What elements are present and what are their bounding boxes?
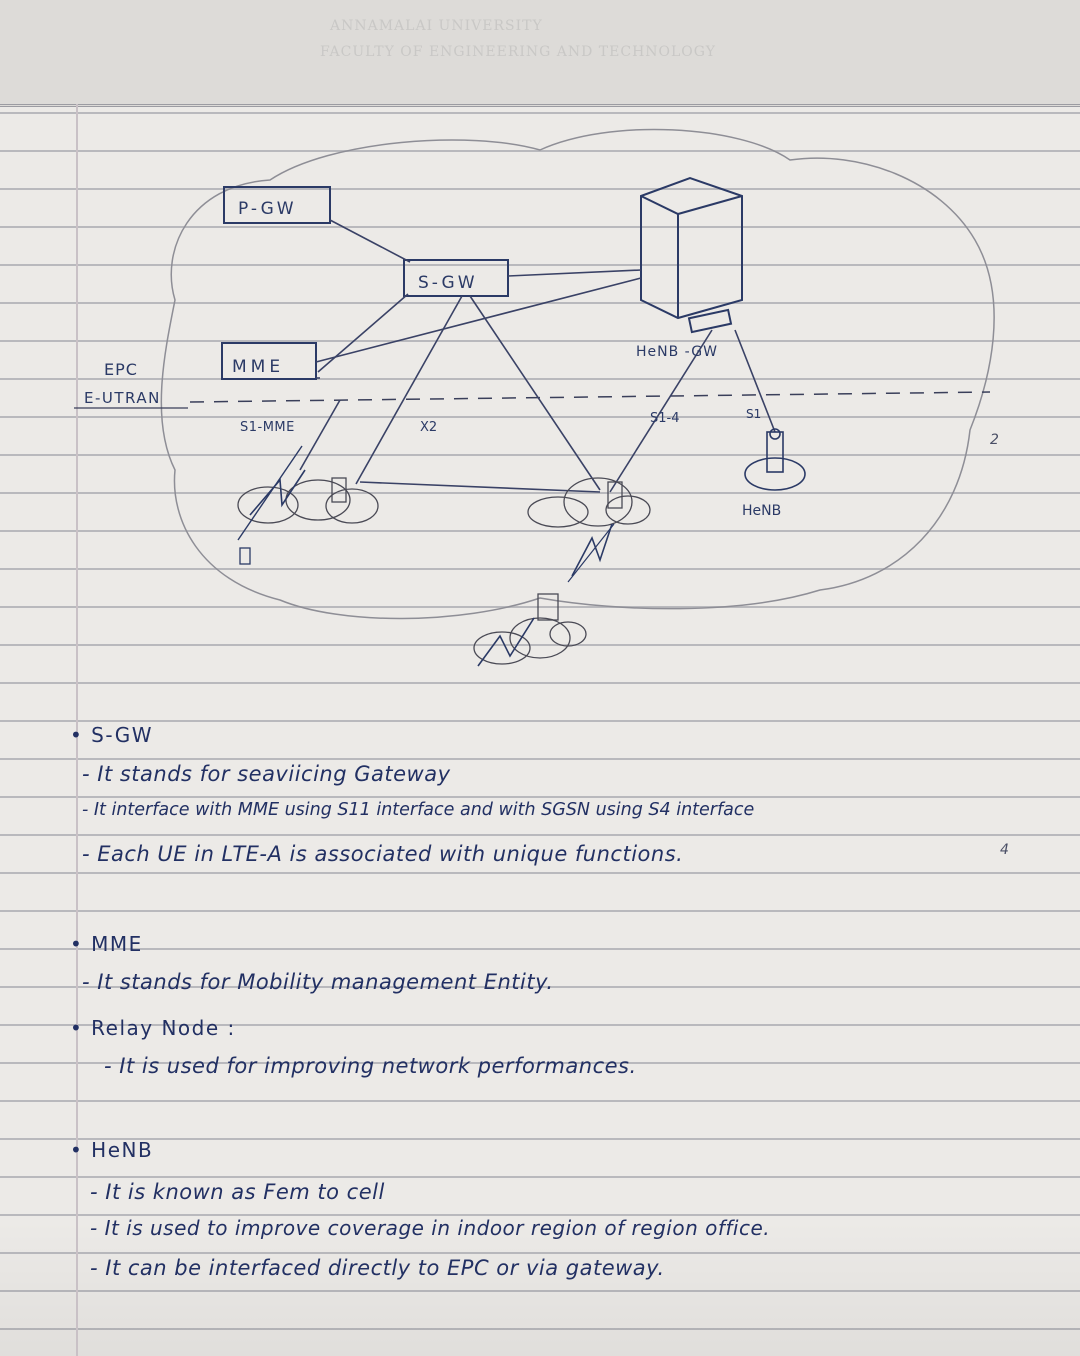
pgw-box [223, 186, 331, 224]
page-header-band: ANNAMALAI UNIVERSITY FACULTY OF ENGINEER… [0, 0, 1080, 107]
s1-u-label: S1-4 [650, 411, 680, 426]
s1-label: S1 [746, 407, 761, 421]
link-sgw-enb1 [355, 295, 463, 485]
sgw-note-3: - Each UE in LTE-A is associated with un… [82, 842, 684, 866]
faint-header-text-1: ANNAMALAI UNIVERSITY [330, 18, 543, 34]
mme-box [221, 342, 317, 380]
network-cloud-outline [160, 128, 995, 620]
henb-note-3: - It can be interfaced directly to EPC o… [90, 1256, 665, 1280]
henb-antenna-icon [744, 428, 806, 491]
henb-gw-device [640, 176, 743, 334]
link-henbgw-henb [734, 329, 776, 433]
epc-eutran-divider [189, 391, 991, 403]
link-x2 [359, 481, 601, 493]
x2-label: X2 [420, 420, 437, 435]
link-pgw-sgw [329, 219, 411, 263]
link-mme-sgw [317, 293, 409, 373]
sgw-label: S-GW [418, 273, 478, 293]
henb-note-1: - It is known as Fem to cell [90, 1180, 385, 1204]
enb-cell-cluster-2 [527, 477, 651, 583]
henb-heading: • HeNB [70, 1138, 154, 1162]
eutran-label: E-UTRAN [84, 389, 161, 407]
epc-label: EPC [104, 360, 138, 379]
sgw-note-1: - It stands for seaviicing Gateway [82, 762, 451, 786]
sgw-heading: • S-GW [70, 723, 154, 747]
henb-label: HeNB [742, 503, 781, 519]
link-sgw-henbgw [507, 269, 642, 277]
relay-heading: • Relay Node : [70, 1016, 236, 1040]
pgw-label: P-GW [238, 199, 297, 219]
mme-heading: • MME [70, 932, 143, 956]
margin-line [76, 104, 78, 1356]
mme-heading-text: MME [91, 932, 143, 956]
page-mark-2: 4 [1000, 842, 1009, 858]
relay-note-1: - It is used for improving network perfo… [104, 1054, 637, 1078]
mme-label: MME [232, 357, 284, 377]
enb-cell-cluster-1 [237, 445, 379, 565]
page-mark-1: 2 [990, 432, 999, 448]
link-s1mme-enb [299, 399, 341, 471]
mme-note-1: - It stands for Mobility management Enti… [82, 970, 554, 994]
faint-header-text-2: FACULTY OF ENGINEERING AND TECHNOLOGY [320, 44, 716, 60]
link-sgw-enb2 [469, 295, 601, 491]
henb-note-2: - It is used to improve coverage in indo… [90, 1216, 771, 1240]
sgw-note-2: - It interface with MME using S11 interf… [82, 800, 755, 820]
lte-a-architecture-diagram: P-GW S-GW MME HeNB -GW EPC E-UTRAN S1-MM… [74, 128, 995, 667]
relay-node-cluster [473, 593, 587, 667]
sgw-box [403, 259, 509, 297]
s1-mme-label: S1-MME [240, 420, 295, 435]
link-mme-henbgw [315, 277, 642, 363]
link-henbgw-enb2 [609, 329, 713, 493]
henb-heading-text: HeNB [91, 1138, 154, 1162]
henb-gw-label: HeNB -GW [636, 344, 718, 360]
sgw-heading-text: S-GW [91, 723, 154, 747]
relay-heading-text: Relay Node : [91, 1016, 236, 1040]
